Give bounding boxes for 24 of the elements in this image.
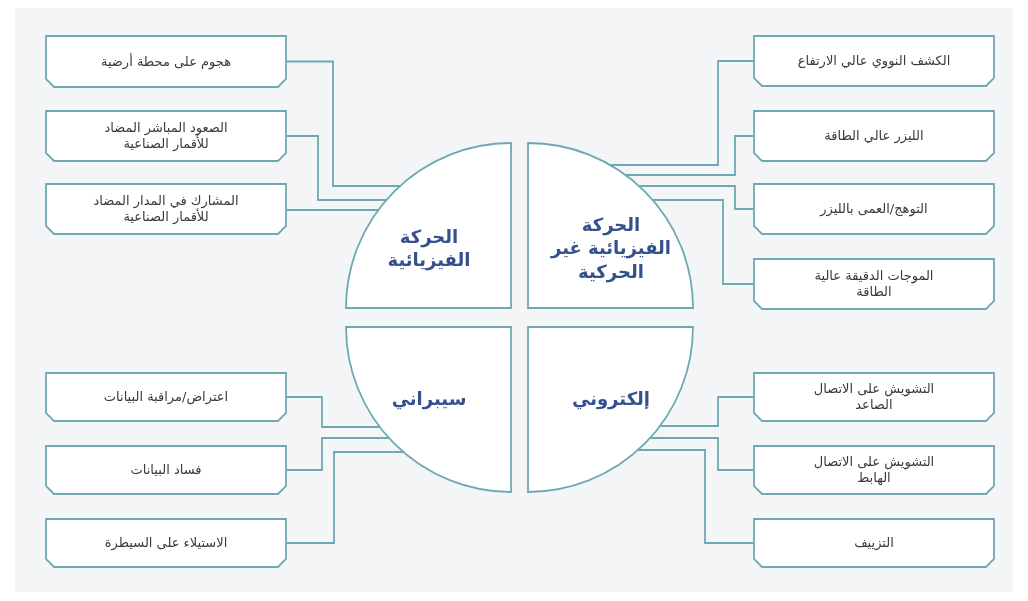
item-label: المشارك في المدار المضاد للأقمار الصناعية bbox=[92, 192, 240, 226]
connector-line bbox=[637, 449, 754, 544]
item-label: الكشف النووي عالي الارتفاع bbox=[796, 52, 952, 70]
category-title: سيبراني bbox=[390, 386, 468, 410]
item-label: التشويش على الاتصال الصاعد bbox=[812, 380, 936, 414]
category-title: إلكتروني bbox=[570, 386, 652, 410]
connector-line bbox=[651, 199, 754, 285]
item-label: الليزر عالي الطاقة bbox=[823, 127, 925, 145]
item-label: التزييف bbox=[853, 534, 895, 552]
item-label: فساد البيانات bbox=[129, 461, 203, 479]
connector-line bbox=[286, 396, 381, 428]
category-title: الحركة الفيزيائية غير الحركية bbox=[549, 213, 673, 284]
connector-line bbox=[286, 437, 390, 471]
item-label: التشويش على الاتصال الهابط bbox=[812, 453, 936, 487]
connector-line bbox=[649, 437, 754, 471]
item-label: اعتراض/مراقبة البيانات bbox=[102, 388, 230, 406]
item-label: هجوم على محطة أرضية bbox=[99, 53, 233, 70]
item-label: التوهج/العمى بالليزر bbox=[818, 200, 929, 218]
item-label: الصعود المباشر المضاد للأقمار الصناعية bbox=[103, 119, 229, 153]
connector-line bbox=[638, 185, 754, 210]
connector-line bbox=[286, 60, 401, 187]
category-title: الحركة الفيزيائية bbox=[386, 224, 472, 272]
item-label: الاستيلاء على السيطرة bbox=[103, 534, 229, 552]
item-label: الموجات الدقيقة عالية الطاقة bbox=[813, 267, 935, 301]
